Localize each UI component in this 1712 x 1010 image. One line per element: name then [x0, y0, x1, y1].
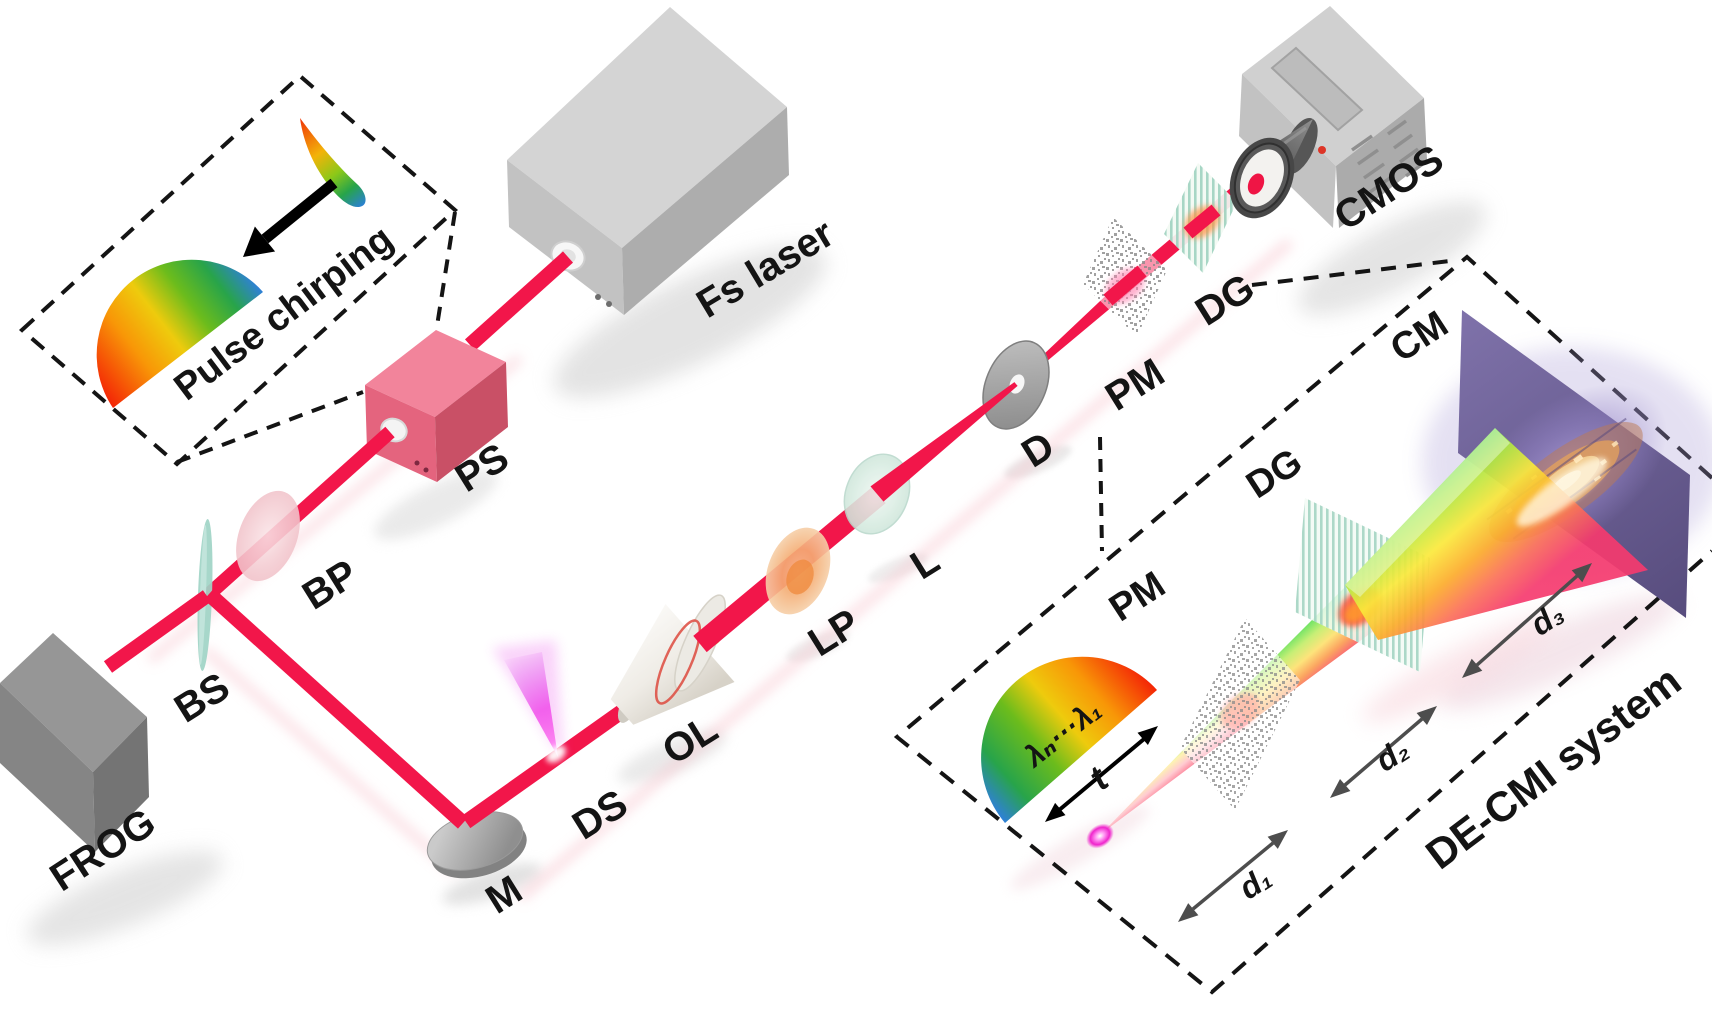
beam-laser-to-ps	[464, 251, 574, 351]
fs-laser-box	[507, 7, 789, 315]
label-t: t	[1081, 757, 1117, 798]
label-d1: d₁	[1232, 859, 1277, 906]
d2-arrow	[1330, 706, 1437, 798]
de-cmi-inset-content	[981, 428, 1648, 922]
pm-inset-plate	[1180, 618, 1300, 810]
camera-vents	[1350, 119, 1426, 194]
label-bp: BP	[295, 552, 365, 619]
lp-lens	[765, 527, 831, 615]
d3-arrow	[1462, 563, 1592, 678]
beam-l-to-d	[870, 382, 1018, 502]
camera-lens-barrel	[1229, 118, 1318, 219]
bp-bandpass-filter	[236, 490, 300, 582]
chirp-spectrum-dome-inset	[981, 656, 1157, 823]
ds-sample-flare	[492, 640, 566, 763]
beam-bs-to-mirror	[203, 588, 469, 829]
fan-impact-hotspot	[1516, 457, 1608, 527]
label-ds: DS	[565, 782, 635, 849]
camera-led-red	[1318, 146, 1326, 154]
cmos-camera	[1229, 6, 1427, 228]
pulse-inset-border	[18, 73, 459, 467]
fan-top-edge	[1345, 428, 1510, 597]
beam-spot-on-lens	[1247, 173, 1265, 195]
label-dg-inset: DG	[1239, 441, 1310, 507]
dispersed-rainbow-fan	[1345, 428, 1648, 640]
pulse-callout-line-right	[435, 211, 457, 327]
label-pm-inset: PM	[1102, 564, 1173, 630]
label-d2: d₂	[1369, 731, 1415, 778]
ol-red-ring	[654, 619, 702, 705]
beam-bs-to-frog	[103, 590, 212, 673]
chirp-arrow-icon	[243, 178, 338, 257]
label-pm-main: PM	[1098, 350, 1172, 419]
t-arrow	[1045, 726, 1158, 822]
chirped-pulse-teardrop	[300, 118, 366, 208]
mirror-m	[426, 811, 527, 879]
inset-callout-dg	[1251, 258, 1459, 287]
focus-source-point	[1086, 823, 1114, 849]
ol-objective-lens	[610, 594, 735, 725]
dg-main-plate	[1164, 163, 1237, 273]
label-cm: CM	[1383, 303, 1455, 370]
pulse-callout-line-bottom	[176, 390, 364, 464]
pm-main-plate	[1083, 217, 1167, 337]
pulse-chirping-inset	[18, 73, 459, 467]
d1-arrow	[1178, 830, 1288, 922]
inset-callout-pm	[1098, 436, 1104, 552]
ps-pulse-shaper-box	[365, 330, 508, 482]
camera-top-recess	[1270, 46, 1364, 132]
stretched-pulse-spectrum-dome	[96, 259, 264, 408]
de-cmi-inset-border	[893, 254, 1712, 995]
beam-mirror-to-ol	[461, 698, 636, 829]
frog-box	[0, 633, 149, 852]
